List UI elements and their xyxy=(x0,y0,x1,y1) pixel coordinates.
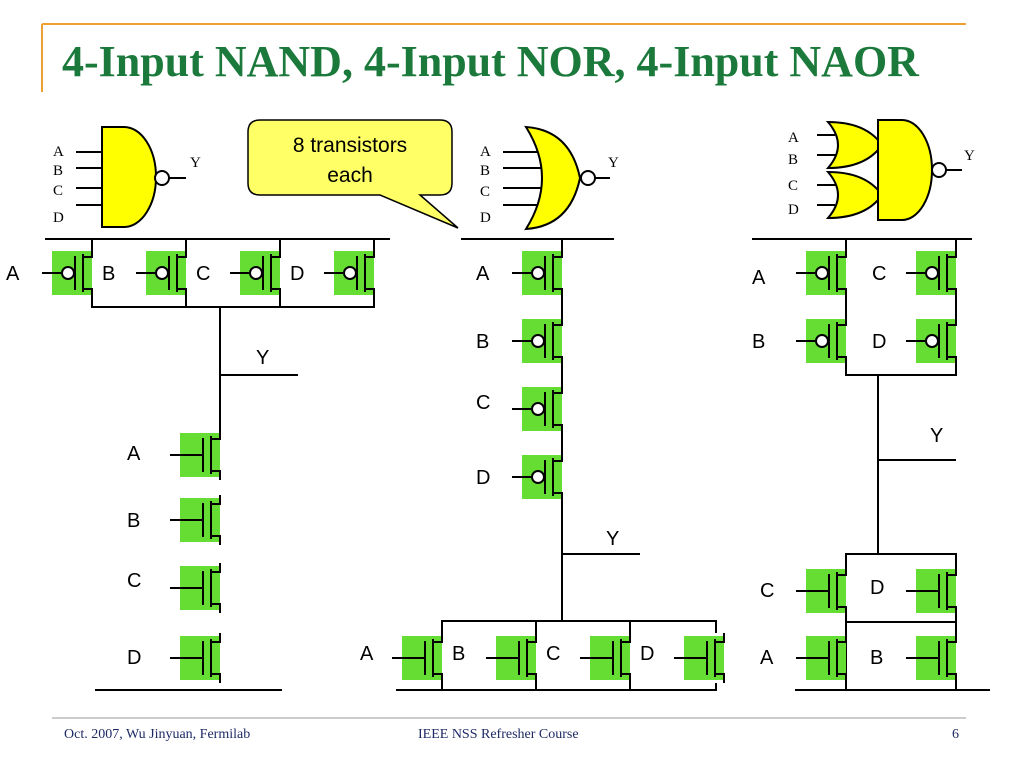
nor-pmos-b xyxy=(512,316,562,366)
slide-title: 4-Input NAND, 4-Input NOR, 4-Input NAOR xyxy=(62,37,919,86)
naor-nmos-d xyxy=(906,566,956,616)
naor-gate-output-y: Y xyxy=(964,148,975,164)
naor-gate-input-b: B xyxy=(788,152,798,168)
nand-pmos-label-a: A xyxy=(6,263,20,285)
nand-nmos-label-d: D xyxy=(127,647,141,669)
nor-pmos-d xyxy=(512,452,562,502)
footer-course-name: IEEE NSS Refresher Course xyxy=(418,727,579,742)
nor-gate-input-d: D xyxy=(480,210,491,226)
nor-nmos-label-c: C xyxy=(546,643,560,665)
nand-nmos-d xyxy=(170,633,220,683)
nand-nmos-label-b: B xyxy=(127,510,140,532)
naor-pmos-label-b: B xyxy=(752,331,765,353)
nand-section: A B C D Y A B C xyxy=(6,126,390,691)
naor-pmos-d xyxy=(906,316,956,366)
naor-nmos-b xyxy=(906,633,956,683)
nand-nmos-label-a: A xyxy=(127,443,141,465)
nand-output-label: Y xyxy=(256,347,269,369)
naor-nmos-label-c: C xyxy=(760,580,774,602)
nand-nmos-label-c: C xyxy=(127,570,141,592)
nor-pmos-label-d: D xyxy=(476,467,490,489)
callout-line-1: 8 transistors xyxy=(293,134,407,157)
naor-gate-input-d: D xyxy=(788,202,799,218)
nor-nmos-b xyxy=(486,633,536,683)
naor-nmos-label-a: A xyxy=(760,647,774,669)
nand-gate-input-b: B xyxy=(53,163,63,179)
nor-pmos-c xyxy=(512,384,562,434)
nand-gate-symbol xyxy=(76,126,186,228)
nor-pmos-a xyxy=(512,248,562,298)
nor-gate-symbol xyxy=(503,125,610,231)
nor-gate-output-y: Y xyxy=(608,155,619,171)
naor-gate-input-c: C xyxy=(788,178,798,194)
nand-pmos-label-d: D xyxy=(290,263,304,285)
nor-section: A B C D Y xyxy=(360,125,724,691)
nand-wires xyxy=(45,238,390,691)
naor-pmos-c xyxy=(906,248,956,298)
nand-gate-input-d: D xyxy=(53,210,64,226)
nand-pmos-c xyxy=(230,248,280,298)
nor-pmos-label-c: C xyxy=(476,392,490,414)
nor-pmos-label-a: A xyxy=(476,263,490,285)
naor-wires xyxy=(752,238,990,691)
naor-nmos-a xyxy=(796,633,846,683)
footer-author-date: Oct. 2007, Wu Jinyuan, Fermilab xyxy=(64,727,251,742)
nor-gate-input-c: C xyxy=(480,184,490,200)
footer-page-number: 6 xyxy=(952,727,959,742)
nor-nmos-a xyxy=(392,633,442,683)
nand-gate-input-a: A xyxy=(53,144,64,160)
nand-nmos-b xyxy=(170,495,220,545)
nand-nmos-a xyxy=(170,430,220,480)
naor-nmos-c xyxy=(796,566,846,616)
nor-output-label: Y xyxy=(606,528,619,550)
naor-pmos-label-d: D xyxy=(872,331,886,353)
nor-nmos-label-d: D xyxy=(640,643,654,665)
nor-gate-input-a: A xyxy=(480,144,491,160)
naor-gate-input-a: A xyxy=(788,130,799,146)
naor-pmos-a xyxy=(796,248,846,298)
naor-pmos-label-a: A xyxy=(752,267,766,289)
slide-frame xyxy=(41,23,966,719)
naor-nmos-label-b: B xyxy=(870,647,883,669)
naor-gate-symbol xyxy=(817,119,962,221)
nor-wires xyxy=(396,238,717,691)
nand-pmos-label-b: B xyxy=(102,263,115,285)
nand-pmos-a xyxy=(42,248,92,298)
nand-pmos-d xyxy=(324,248,374,298)
nor-gate-input-b: B xyxy=(480,163,490,179)
nand-pmos-b xyxy=(136,248,186,298)
nor-nmos-c xyxy=(580,633,630,683)
naor-nmos-label-d: D xyxy=(870,577,884,599)
callout-bubble: 8 transistors each xyxy=(247,119,459,229)
nor-nmos-d xyxy=(674,633,724,683)
nor-pmos-label-b: B xyxy=(476,331,489,353)
naor-pmos-label-c: C xyxy=(872,263,886,285)
naor-pmos-b xyxy=(796,316,846,366)
nand-gate-output-y: Y xyxy=(190,155,201,171)
nand-gate-input-c: C xyxy=(53,183,63,199)
naor-section: A B C D Y xyxy=(752,119,990,691)
callout-line-2: each xyxy=(327,164,373,187)
nor-nmos-label-a: A xyxy=(360,643,374,665)
nand-pmos-label-c: C xyxy=(196,263,210,285)
nor-nmos-label-b: B xyxy=(452,643,465,665)
nand-nmos-c xyxy=(170,563,220,613)
naor-output-label: Y xyxy=(930,425,943,447)
